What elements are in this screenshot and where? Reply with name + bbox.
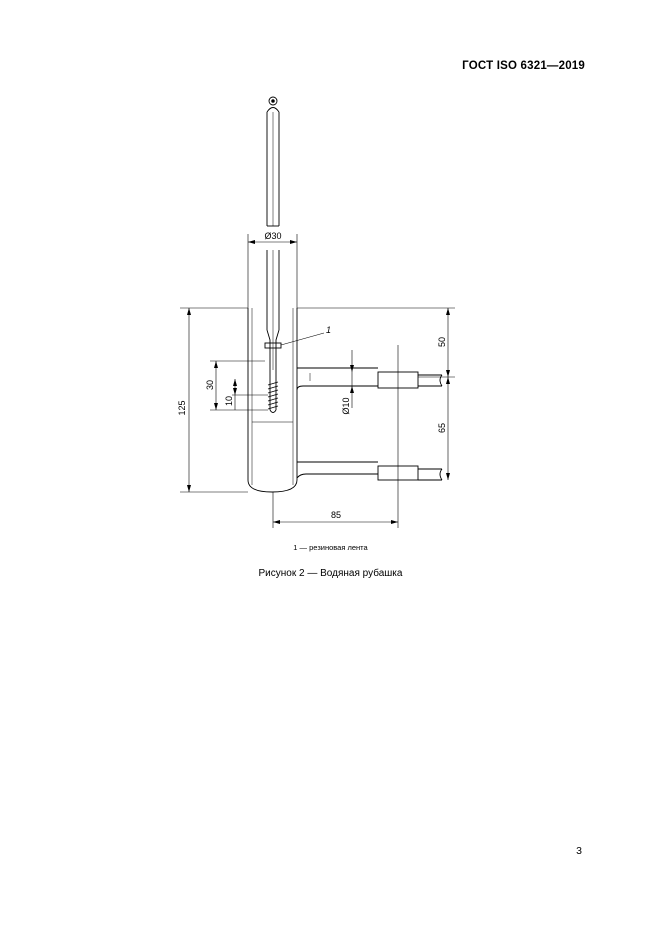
dim-depth-30: 30 — [205, 380, 215, 390]
thermometer-ring — [268, 96, 278, 106]
dim-diameter-top: Ø30 — [264, 231, 281, 241]
dim-height-total: 125 — [177, 400, 187, 415]
callout-label: 1 — [326, 325, 331, 335]
dim-height-upper: 50 — [437, 337, 447, 347]
rubber-band — [264, 342, 282, 349]
dim-pipe-diameter: Ø10 — [341, 397, 351, 414]
technical-drawing-svg: Ø30 125 50 65 85 30 10 Ø10 1 — [177, 96, 455, 528]
figure-legend: 1 — резиновая лента — [293, 543, 368, 552]
document-standard-number: ГОСТ ISO 6321—2019 — [462, 60, 585, 72]
dim-depth-10: 10 — [224, 396, 234, 406]
figure-caption: Рисунок 2 — Водяная рубашка — [258, 568, 403, 579]
dim-width: 85 — [331, 510, 341, 520]
page-number: 3 — [576, 845, 582, 857]
water-jacket-drawing: Ø30 125 50 65 85 30 10 Ø10 1 — [160, 90, 480, 530]
dim-height-lower: 65 — [437, 423, 447, 433]
jacket-vessel — [247, 308, 298, 493]
